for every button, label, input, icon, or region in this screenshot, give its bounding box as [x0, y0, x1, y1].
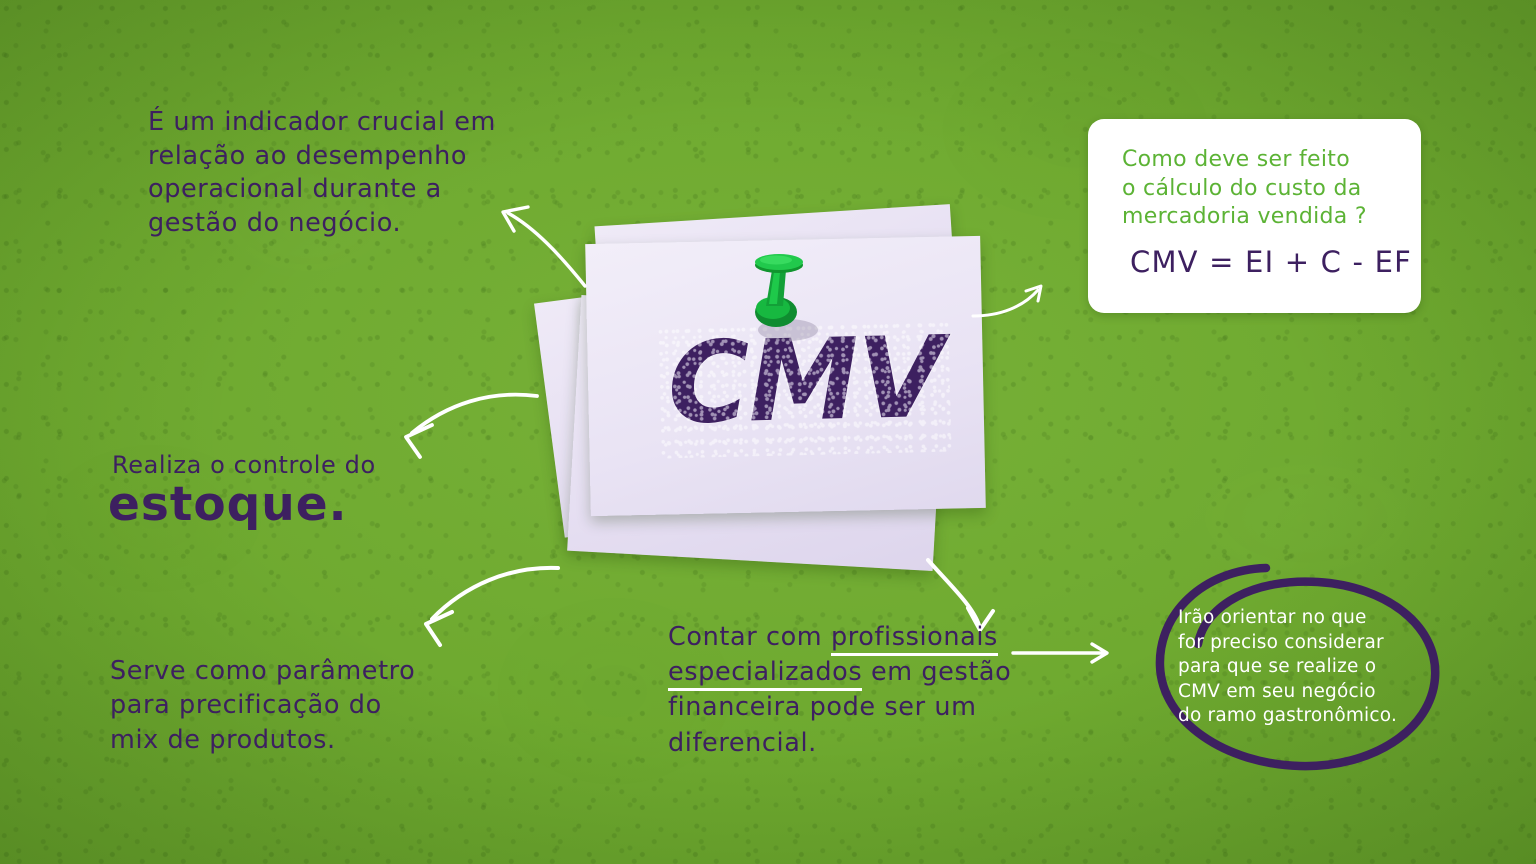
callout-pricing-text: Serve como parâmetro para precificação d… [110, 656, 416, 755]
callout-professionals-line1-prefix: Contar com [668, 622, 831, 652]
callout-indicator-text: É um indicador crucial em relação ao des… [148, 107, 496, 238]
callout-stock-lead-text: Realiza o controle do [112, 451, 376, 479]
formula-card: Como deve ser feito o cálculo do custo d… [1088, 119, 1421, 313]
formula-card-equation: CMV = EI + C - EF [1130, 245, 1413, 279]
callout-professionals-line4: diferencial. [668, 727, 817, 758]
callout-professionals-underline-1: profissionais [830, 622, 998, 656]
formula-card-question: Como deve ser feito o cálculo do custo d… [1122, 147, 1367, 230]
oval-callout-stroke [1155, 563, 1440, 771]
green-pushpin-icon [742, 246, 818, 350]
callout-professionals-line3: financeira pode ser um [668, 692, 977, 723]
callout-stock-emphasis-text: estoque. [108, 477, 348, 532]
callout-professionals-line2-suffix: em gestão [862, 657, 1012, 688]
oval-callout: Irão orientar no que for preciso conside… [1148, 552, 1448, 788]
callout-professionals-underline-2: especializados [668, 657, 863, 692]
oval-callout-text: Irão orientar no que for preciso conside… [1178, 607, 1398, 727]
